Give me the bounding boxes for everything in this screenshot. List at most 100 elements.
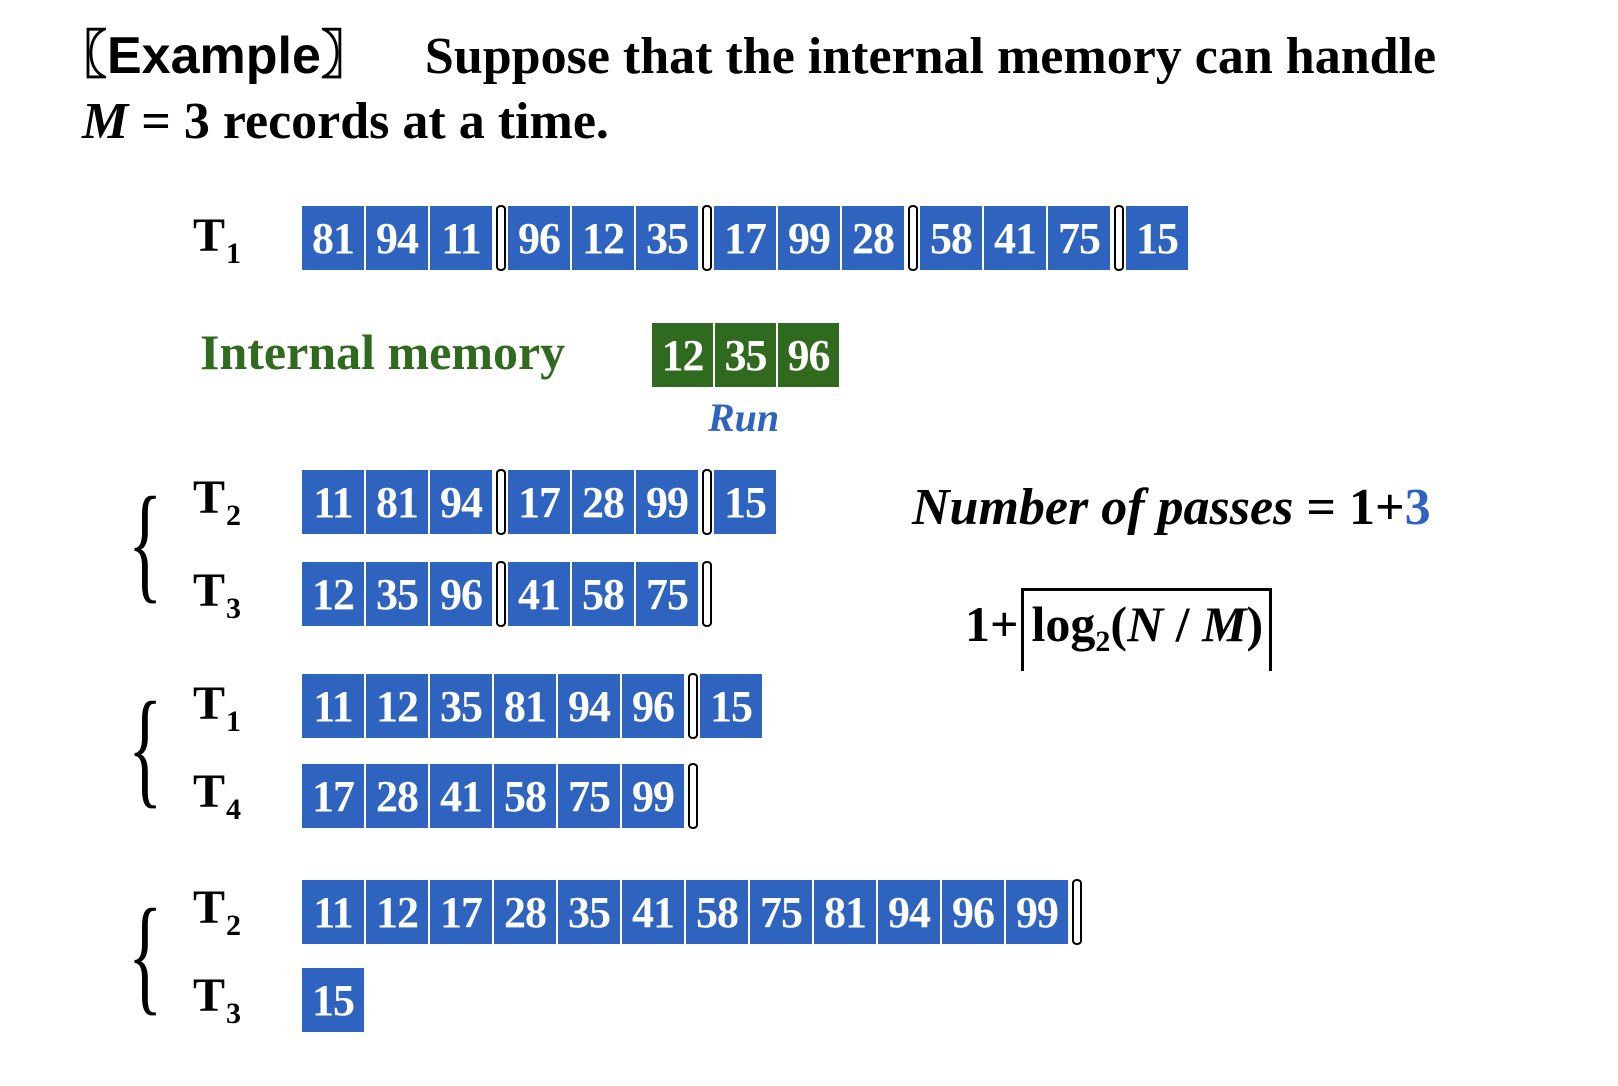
record-cell: 17 <box>714 206 778 270</box>
title-line-1: Suppose that the internal memory can han… <box>424 28 1437 85</box>
record-cell: 96 <box>622 674 686 738</box>
example-title: 〖Example〗 Suppose that the internal memo… <box>55 26 1436 87</box>
record-cell: 41 <box>984 206 1048 270</box>
formula-m: M <box>1202 596 1247 652</box>
record-cell: 41 <box>622 880 686 944</box>
run-separator-icon <box>496 561 506 627</box>
ceiling-brackets: log2(N / M) <box>1020 588 1273 671</box>
title-var-m: M <box>82 93 129 150</box>
formula-prefix: 1+ <box>965 596 1019 652</box>
record-cell: 94 <box>366 206 430 270</box>
record-cell: 15 <box>302 968 366 1032</box>
tape-label-t2-pass3: T2 <box>193 881 242 943</box>
record-cell: 96 <box>430 562 494 626</box>
record-cell: 96 <box>942 880 1006 944</box>
record-cell: 11 <box>302 674 366 738</box>
brace-pass2: { <box>128 676 163 820</box>
record-cell: 28 <box>572 470 636 534</box>
run-separator-icon <box>496 469 506 535</box>
record-cell: 11 <box>302 880 366 944</box>
run-separator-icon <box>688 763 698 829</box>
passes-formula: 1+ log2(N / M) <box>965 588 1274 671</box>
formula-log-base: 2 <box>1095 625 1111 658</box>
run-separator-icon <box>496 205 506 271</box>
record-cell: 99 <box>778 206 842 270</box>
run-separator-icon <box>1072 879 1082 945</box>
record-cell: 11 <box>302 470 366 534</box>
record-cell: 94 <box>558 674 622 738</box>
record-cell: 12 <box>302 562 366 626</box>
run-separator-icon <box>702 205 712 271</box>
brace-pass1: { <box>128 471 163 615</box>
record-cell: 17 <box>508 470 572 534</box>
record-cell: 35 <box>558 880 622 944</box>
tape-label-t4-pass2: T4 <box>193 765 242 827</box>
formula-n: N <box>1127 596 1164 652</box>
record-cell: 12 <box>366 674 430 738</box>
record-cell: 58 <box>686 880 750 944</box>
tape-t3-pass3: 15 <box>302 968 366 1032</box>
record-cell: 58 <box>494 764 558 828</box>
record-cell: 99 <box>622 764 686 828</box>
run-separator-icon <box>702 469 712 535</box>
internal-memory-label: Internal memory <box>200 324 566 380</box>
record-cell: 94 <box>878 880 942 944</box>
tape-label-t3-pass1: T3 <box>193 564 242 626</box>
record-cell: 75 <box>558 764 622 828</box>
run-label: Run <box>708 395 780 440</box>
passes-label: Number of passes <box>912 479 1294 536</box>
record-cell: 81 <box>814 880 878 944</box>
record-cell: 81 <box>494 674 558 738</box>
memory-cell: 35 <box>715 323 778 387</box>
number-of-passes: Number of passes = 1+3 <box>912 478 1431 538</box>
record-cell: 75 <box>750 880 814 944</box>
formula-log: log <box>1031 596 1096 652</box>
brace-pass3: { <box>128 883 163 1027</box>
record-cell: 17 <box>302 764 366 828</box>
record-cell: 35 <box>430 674 494 738</box>
record-cell: 75 <box>1048 206 1112 270</box>
record-cell: 96 <box>508 206 572 270</box>
title-line-2: M = 3 records at a time. <box>82 92 609 152</box>
record-cell: 28 <box>842 206 906 270</box>
tape-label-t2-pass1: T2 <box>193 471 242 533</box>
record-cell: 41 <box>508 562 572 626</box>
record-cell: 12 <box>366 880 430 944</box>
record-cell: 81 <box>366 470 430 534</box>
record-cell: 15 <box>700 674 764 738</box>
record-cell: 58 <box>572 562 636 626</box>
record-cell: 17 <box>430 880 494 944</box>
memory-cell: 12 <box>652 323 715 387</box>
record-cell: 75 <box>636 562 700 626</box>
record-cell: 35 <box>366 562 430 626</box>
formula-close-paren: ) <box>1246 596 1264 652</box>
record-cell: 81 <box>302 206 366 270</box>
record-cell: 94 <box>430 470 494 534</box>
title-line-2-text: = 3 records at a time. <box>128 93 609 150</box>
record-cell: 35 <box>636 206 700 270</box>
run-separator-icon <box>702 561 712 627</box>
record-cell: 12 <box>572 206 636 270</box>
passes-eq: = 1+ <box>1293 479 1405 536</box>
formula-open-paren: ( <box>1110 596 1128 652</box>
record-cell: 15 <box>1126 206 1190 270</box>
run-separator-icon <box>1114 205 1124 271</box>
record-cell: 41 <box>430 764 494 828</box>
formula-slash: / <box>1163 596 1203 652</box>
run-separator-icon <box>908 205 918 271</box>
tape-label-t3-pass3: T3 <box>193 969 242 1031</box>
record-cell: 99 <box>1006 880 1070 944</box>
record-cell: 28 <box>494 880 558 944</box>
record-cell: 28 <box>366 764 430 828</box>
example-label: 〖Example〗 <box>55 27 373 85</box>
tape-label-t1-initial: T1 <box>193 209 242 271</box>
tape-label-t1-pass2: T1 <box>193 677 242 739</box>
record-cell: 11 <box>430 206 494 270</box>
